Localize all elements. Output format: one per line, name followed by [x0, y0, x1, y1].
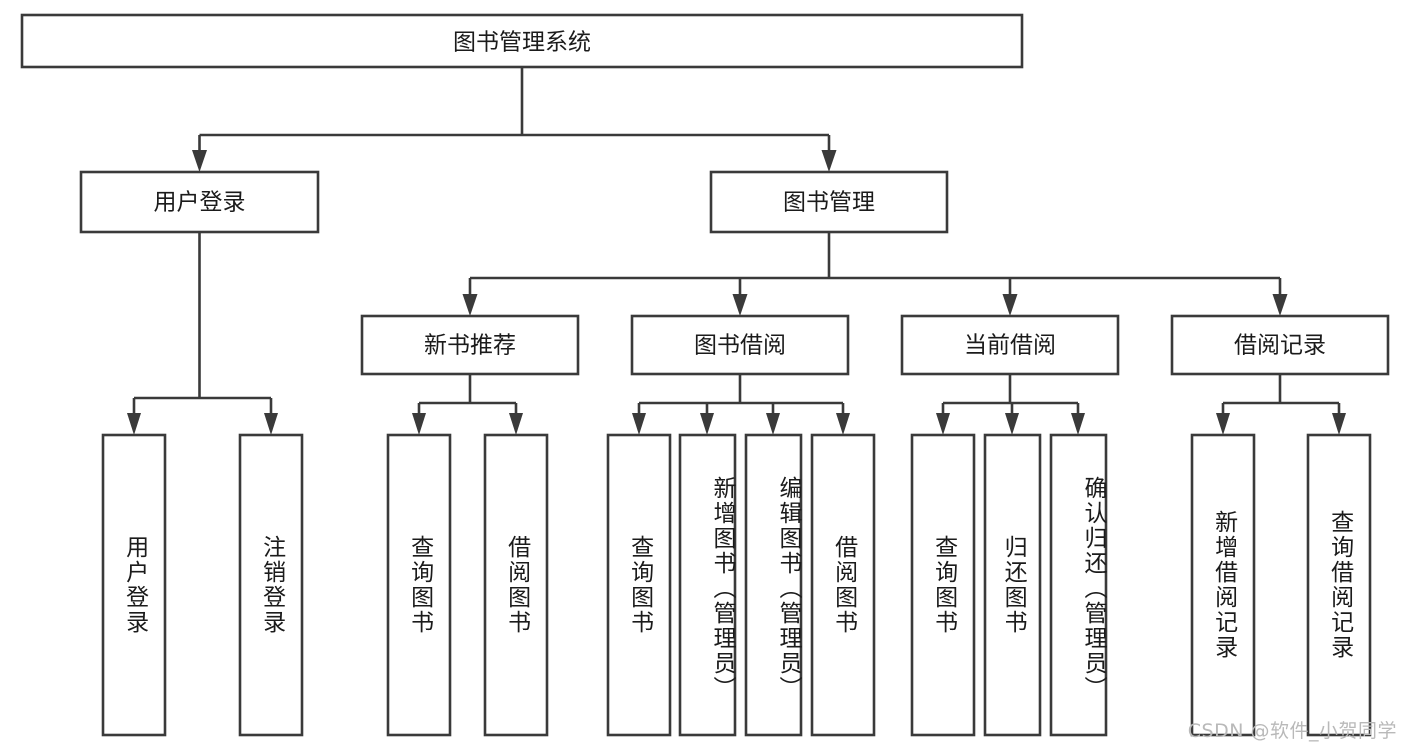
- csdn-watermark: CSDN @软件_小贺同学: [1187, 720, 1397, 742]
- node-box-leaf-query-book-borrow[interactable]: [606, 433, 672, 737]
- arrow-head-new-book-recommend: [462, 294, 478, 316]
- arrow-head-leaf-user-login: [127, 413, 141, 435]
- node-label-root: 图书管理系统: [453, 30, 591, 56]
- node-label-new-book-recommend: 新书推荐: [424, 333, 516, 359]
- node-box-borrow-records[interactable]: [1170, 314, 1390, 376]
- node-label-borrow-records: 借阅记录: [1234, 333, 1326, 359]
- node-box-leaf-query-borrow-record[interactable]: [1306, 433, 1372, 737]
- node-box-book-borrow[interactable]: [630, 314, 850, 376]
- arrow-head-leaf-query-borrow-record: [1332, 413, 1346, 435]
- node-box-root[interactable]: [20, 13, 1024, 69]
- node-label-book-management: 图书管理: [783, 190, 875, 216]
- node-box-leaf-borrow-book-recommend[interactable]: [483, 433, 549, 737]
- node-box-leaf-edit-book-admin[interactable]: [744, 433, 803, 737]
- arrow-head-current-borrow: [1002, 294, 1018, 316]
- arrow-head-leaf-user-logout: [264, 413, 278, 435]
- arrow-head-leaf-query-book-recommend: [412, 413, 426, 435]
- node-label-book-borrow: 图书借阅: [694, 333, 786, 359]
- node-box-leaf-query-book-recommend[interactable]: [386, 433, 452, 737]
- node-box-user-login[interactable]: [79, 170, 320, 234]
- node-box-leaf-return-book[interactable]: [983, 433, 1042, 737]
- arrow-head-leaf-add-borrow-record: [1216, 413, 1230, 435]
- arrow-head-leaf-borrow-book-recommend: [509, 413, 523, 435]
- arrow-head-book-borrow: [732, 294, 748, 316]
- arrow-head-leaf-edit-book-admin: [766, 413, 780, 435]
- connector-layer: [127, 67, 1346, 435]
- arrow-head-borrow-records: [1272, 294, 1288, 316]
- arrow-head-book-management: [821, 150, 837, 172]
- node-box-leaf-confirm-return-admin[interactable]: [1049, 433, 1108, 737]
- node-box-book-management[interactable]: [709, 170, 949, 234]
- arrow-head-leaf-query-book-borrow: [632, 413, 646, 435]
- arrow-head-user-login: [192, 150, 207, 172]
- node-box-leaf-user-logout[interactable]: [238, 433, 304, 737]
- node-box-current-borrow[interactable]: [900, 314, 1120, 376]
- arrow-head-leaf-confirm-return-admin: [1071, 413, 1085, 435]
- arrow-head-leaf-return-book: [1005, 413, 1019, 435]
- node-box-leaf-add-book-admin[interactable]: [678, 433, 737, 737]
- node-box-new-book-recommend[interactable]: [360, 314, 580, 376]
- arrow-head-leaf-query-book-current: [936, 413, 950, 435]
- node-box-leaf-user-login[interactable]: [101, 433, 167, 737]
- arrow-head-leaf-borrow-book: [836, 413, 850, 435]
- arrow-head-leaf-add-book-admin: [700, 413, 714, 435]
- node-label-current-borrow: 当前借阅: [964, 333, 1056, 359]
- node-box-leaf-add-borrow-record[interactable]: [1190, 433, 1256, 737]
- node-layer: 图书管理系统 用户登录 图书管理 新书推荐 图书借阅 当前借阅 借阅记录: [20, 13, 1390, 737]
- node-box-leaf-query-book-current[interactable]: [910, 433, 976, 737]
- node-box-leaf-borrow-book[interactable]: [810, 433, 876, 737]
- node-label-user-login: 用户登录: [154, 190, 246, 216]
